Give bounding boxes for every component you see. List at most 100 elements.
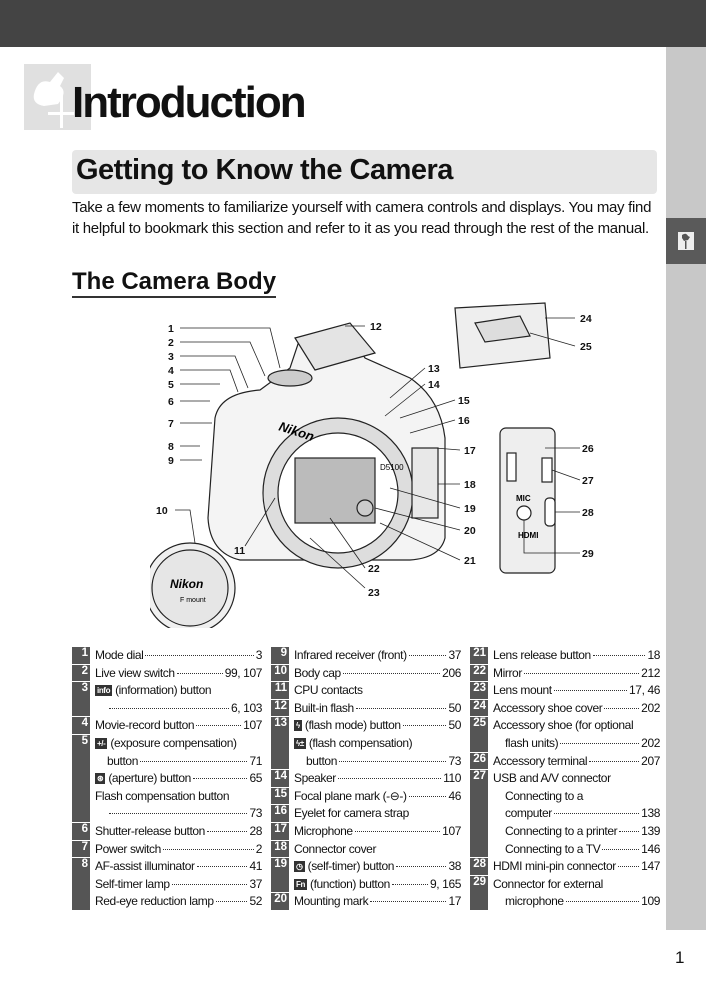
camera-body-diagram: Nikon D5100 Nikon F mount MIC HDMI 1 2 3… <box>150 302 594 628</box>
part-label: ϟ±(flash compensation) <box>294 735 413 753</box>
page-reference[interactable]: 18 <box>647 648 660 662</box>
part-label-text: Flash compensation button <box>95 788 230 803</box>
part-label: Power switch <box>95 841 161 859</box>
part-item: 18 Connector cover <box>271 840 461 859</box>
part-label: Live view switch <box>95 665 175 683</box>
page-reference[interactable]: 212 <box>641 665 660 680</box>
page-reference[interactable]: 28 <box>249 823 262 838</box>
part-number-badge: 1 <box>72 647 90 665</box>
body-cap-sublabel: F mount <box>180 597 206 604</box>
page-reference[interactable]: 139 <box>641 823 660 838</box>
part-label: Connector cover <box>294 841 376 859</box>
dot-leader <box>602 848 640 850</box>
part-number-badge: 27 <box>470 770 488 859</box>
callout-12: 12 <box>370 321 382 333</box>
page-reference[interactable]: 65 <box>249 771 262 786</box>
page-reference[interactable]: 146 <box>641 841 660 856</box>
part-number-badge: 20 <box>271 893 289 911</box>
page-reference[interactable]: 38 <box>448 859 461 874</box>
part-number-badge: 8 <box>72 858 90 911</box>
dot-leader <box>619 830 640 832</box>
part-entry: info(information) button <box>95 682 262 700</box>
page-reference[interactable]: 110 <box>443 771 461 786</box>
page-reference[interactable]: 50 <box>448 718 461 733</box>
page-reference[interactable]: 107 <box>243 718 262 733</box>
part-lines: CPU contacts <box>289 682 461 700</box>
dot-leader <box>589 760 640 762</box>
page-reference[interactable]: 73 <box>249 806 262 821</box>
page-reference[interactable]: 202 <box>641 735 660 750</box>
dot-leader <box>408 795 447 797</box>
part-number-badge: 3 <box>72 682 90 718</box>
page-reference[interactable]: 73 <box>448 753 461 768</box>
page-reference[interactable]: 52 <box>249 894 262 909</box>
dot-leader <box>560 742 640 744</box>
page-reference[interactable]: 50 <box>448 700 461 715</box>
part-lines: Mirror 212 <box>488 665 660 683</box>
page-reference[interactable]: 37 <box>249 876 262 891</box>
page-reference[interactable]: 17, 46 <box>629 683 660 698</box>
part-label-text: Mirror <box>493 665 522 680</box>
page-reference[interactable]: 99, 107 <box>224 665 263 680</box>
part-lines: Focal plane mark (-⊖-)46 <box>289 788 461 806</box>
callout-28: 28 <box>582 507 594 519</box>
page-reference[interactable]: 202 <box>641 700 660 715</box>
page-reference[interactable]: 71 <box>249 753 262 768</box>
part-number-badge: 19 <box>271 858 289 894</box>
page-reference[interactable]: 17 <box>448 894 461 909</box>
page-reference[interactable]: 41 <box>249 859 262 874</box>
part-label: Fn(function) button <box>294 876 390 894</box>
part-entry: Mirror 212 <box>493 665 660 683</box>
page-reference[interactable]: 9, 165 <box>430 876 461 891</box>
page-reference[interactable]: 109 <box>641 894 660 909</box>
page-reference[interactable]: 37 <box>448 648 461 662</box>
part-label: Flash compensation button <box>95 788 229 806</box>
part-entry: +/-(exposure compensation) <box>95 735 262 753</box>
page-reference[interactable]: 46 <box>448 788 461 803</box>
page-reference[interactable]: 107 <box>442 823 461 838</box>
part-label-text: Built-in flash <box>294 700 354 715</box>
page-reference[interactable]: 206 <box>442 665 461 680</box>
top-bar <box>0 0 706 47</box>
part-number-badge: 14 <box>271 770 289 788</box>
part-label: +/-(exposure compensation) <box>95 735 237 753</box>
page-reference[interactable]: 138 <box>641 806 660 821</box>
page-reference[interactable]: 2 <box>255 841 263 856</box>
page-reference[interactable]: 207 <box>641 753 660 768</box>
chapter-tab[interactable] <box>666 218 706 264</box>
part-number-badge: 25 <box>470 717 488 753</box>
part-label: Red-eye reduction lamp <box>95 893 214 911</box>
part-label: info(information) button <box>95 682 212 700</box>
page-reference[interactable]: 6, 103 <box>231 700 262 715</box>
part-label: Speaker <box>294 770 336 788</box>
part-number-badge: 18 <box>271 840 289 859</box>
section-title: Getting to Know the Camera <box>76 154 453 186</box>
section-title-bar <box>72 150 657 194</box>
part-entry: Connector cover <box>294 841 461 859</box>
part-number-badge: 29 <box>470 875 488 911</box>
part-label-text: (flash mode) button <box>304 718 401 733</box>
part-entry: Infrared receiver (front)37 <box>294 647 461 665</box>
dot-leader <box>553 813 640 815</box>
page-reference[interactable]: 147 <box>641 859 660 874</box>
page-reference[interactable]: 3 <box>255 648 263 662</box>
part-entry: Flash compensation button <box>95 788 262 806</box>
callout-17: 17 <box>464 445 476 457</box>
